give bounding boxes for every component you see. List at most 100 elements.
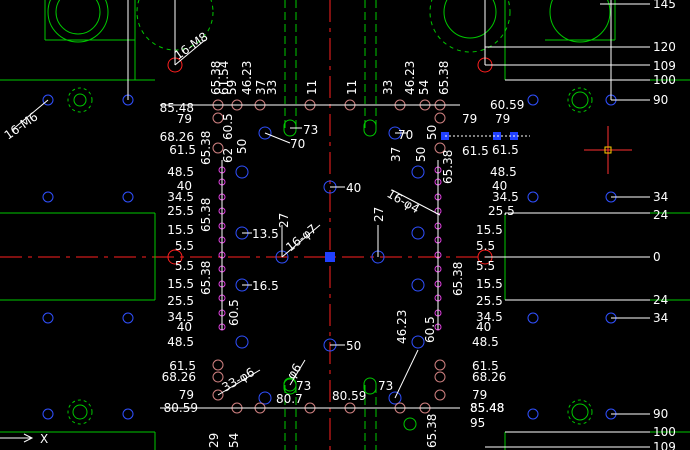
left-dim-label: 48.5	[167, 335, 194, 349]
top-row-label: 46.23	[403, 61, 417, 95]
blue-hole-24	[411, 278, 425, 292]
left-dim-label: 85.48	[160, 101, 194, 115]
label-60-5-right: 60.5	[423, 316, 437, 343]
top-row-label: 54	[417, 80, 431, 95]
label-62: 62	[221, 148, 235, 163]
selection-grips[interactable]	[325, 132, 530, 262]
blue-hole-5	[42, 191, 54, 203]
right-dim-label: 24	[653, 293, 668, 307]
label-27-right: 27	[372, 207, 386, 222]
left-dim-label: 34.5	[167, 310, 194, 324]
hole-center-left	[167, 249, 183, 265]
top-row-label: 33	[265, 80, 279, 95]
bottom-label: 54	[227, 433, 241, 448]
right-col-label: 79	[472, 388, 487, 402]
big-circle-tr-inner	[443, 0, 497, 39]
right-dim-label: 90	[653, 407, 668, 421]
blue-hole-11	[527, 312, 539, 324]
big-circle-tl	[47, 0, 109, 43]
crosshair-cursor	[584, 126, 632, 174]
left-dim-label: 79	[179, 388, 194, 402]
right-col-label: 79	[495, 112, 510, 126]
right-col-label: 61.5	[492, 143, 519, 157]
top-row-label: 11	[345, 80, 359, 95]
right-dim-label: 100	[653, 425, 676, 439]
right-col-label: 5.5	[476, 239, 495, 253]
left-dim-label: 5.5	[175, 239, 194, 253]
right-col-label: 95	[470, 416, 485, 430]
label-50-upper: 50	[425, 125, 439, 140]
brown-holes	[212, 99, 446, 414]
blue-hole-20	[411, 165, 425, 179]
right-dim-label: 109	[653, 59, 676, 73]
label-50-left: 50	[235, 139, 249, 154]
brown-right-4	[434, 371, 446, 383]
label-70l: 70	[290, 137, 305, 151]
top-row-label: 46.23	[240, 61, 254, 95]
label-60-5-left: 60.5	[227, 299, 241, 326]
crosshair-pickbox	[604, 146, 612, 154]
ejector-tr-core	[571, 91, 589, 109]
top-row-label: 65.38	[437, 61, 451, 95]
slot-top-right	[363, 119, 377, 137]
blue-hole-10	[122, 312, 134, 324]
right-col-label: 48.5	[472, 335, 499, 349]
bottom-label: 29	[207, 433, 221, 448]
top-row-label: 59	[225, 80, 239, 95]
top-row-label: 37	[254, 80, 268, 95]
label-37: 37	[389, 147, 403, 162]
label-60-5-upper: 60.5	[221, 113, 235, 140]
blue-hole-1	[42, 94, 54, 106]
dimension-labels: 145120109100903424024349010010985.487968…	[160, 0, 676, 450]
leader-phi7	[281, 224, 321, 258]
blue-hole-25	[235, 335, 249, 349]
blue-hole-6	[122, 191, 134, 203]
right-col-label: 15.5	[476, 223, 503, 237]
right-dim-label: 34	[653, 311, 668, 325]
label-27-left: 27	[277, 213, 291, 228]
brown-left-2	[212, 142, 224, 154]
right-dim-label: 34	[653, 190, 668, 204]
blue-hole-13	[42, 408, 54, 420]
label-46-23: 46.23	[395, 310, 409, 344]
left-dim-label: 34.5	[167, 190, 194, 204]
right-col-label: 60.59	[490, 98, 524, 112]
right-col-label: 34.5	[476, 310, 503, 324]
small-green-2	[403, 417, 417, 431]
big-circle-tl-inner	[55, 0, 101, 35]
right-dim-label: 100	[653, 73, 676, 87]
right-col-label: 48.5	[490, 165, 517, 179]
ejector-tl-core	[73, 93, 87, 107]
ejector-bl	[67, 399, 93, 425]
top-row-label: 61.54	[217, 61, 231, 95]
left-dim-label: 80.59	[164, 401, 198, 415]
blue-hole-3	[527, 94, 539, 106]
bottom-label: 65.38	[425, 414, 439, 448]
label-73bl: 73	[296, 379, 311, 393]
leader-phi6	[289, 359, 306, 386]
blue-hole-22	[411, 226, 425, 240]
right-col-label: 40	[492, 179, 507, 193]
left-dim-label: 68.26	[160, 130, 194, 144]
brown-left-3	[212, 359, 224, 371]
blue-hole-28	[388, 391, 402, 405]
right-col-label: 68.26	[472, 370, 506, 384]
left-dim-label: 5.5	[175, 259, 194, 273]
right-dim-label: 90	[653, 93, 668, 107]
right-col-label: 15.5	[476, 277, 503, 291]
brown-left-1	[212, 112, 224, 124]
label-65-38-e: 65.38	[451, 262, 465, 296]
label-65-38-d: 65.38	[441, 150, 455, 184]
blue-hole-26	[411, 335, 425, 349]
ejector-bl-core	[72, 404, 88, 420]
top-right-label-1: 61.5	[462, 144, 489, 158]
right-dim-label: 109	[653, 440, 676, 450]
brown-right-1	[434, 112, 446, 124]
leader-m6	[11, 99, 49, 131]
label-65-38-b: 65.38	[199, 198, 213, 232]
label-50-right: 50	[414, 147, 428, 162]
brown-left-5	[212, 389, 224, 401]
label-c50: 50	[346, 339, 361, 353]
grip-center[interactable]	[325, 252, 335, 262]
